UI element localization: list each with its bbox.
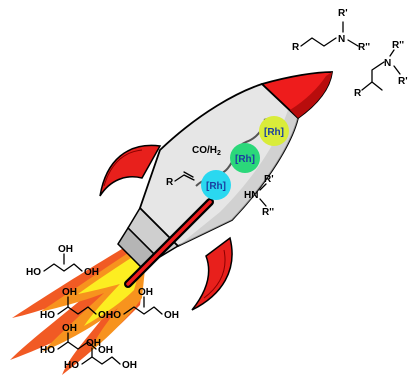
glycerol3-oh-right: OH — [164, 310, 179, 321]
glycerol5-oh-top: OH — [86, 338, 101, 349]
branched-n-label: N — [384, 58, 391, 69]
glycerol4-ho-left: HO — [40, 345, 55, 356]
amine-reagent: HN R' R'' — [244, 174, 274, 218]
glycerol2-oh-top: OH — [62, 287, 77, 298]
catalytic-cycle: R [Rh] [Rh] [Rh] CO/H2 HN R' — [166, 116, 289, 218]
linear-r2-label: R'' — [358, 42, 370, 53]
branched-r2-label: R'' — [392, 40, 404, 51]
glycerol3-ho-left: HO — [106, 310, 121, 321]
rocket-fin-right — [191, 236, 233, 311]
rocket-window-tube — [124, 198, 214, 288]
glycerol1-ho-left: HO — [26, 267, 41, 278]
glycerol-molecule-1: HO OH OH — [26, 244, 99, 278]
amine-r2-label: R'' — [262, 207, 274, 218]
glycerol3-oh-top: OH — [138, 287, 153, 298]
rh-catalyst-group: [Rh] [Rh] [Rh] — [201, 116, 289, 200]
rh-catalyst-1: [Rh] — [259, 116, 289, 146]
syngas-label: CO/H2 — [192, 145, 221, 157]
glycerol-molecule-2: HO OH OH — [40, 287, 113, 321]
branched-r-label: R — [354, 88, 362, 99]
flame-inner — [78, 248, 146, 326]
alkene-substrate: R — [166, 171, 195, 188]
linear-r1-label: R' — [338, 8, 348, 19]
rh-catalyst-3: [Rh] — [201, 170, 231, 200]
rh-label-1: [Rh] — [264, 127, 284, 138]
amine-r1-label: R' — [264, 174, 274, 185]
glycerol2-ho-left: HO — [40, 310, 55, 321]
rh-label-3: [Rh] — [206, 181, 226, 192]
glycerol-molecule-5: HO OH OH — [64, 338, 137, 371]
glycerol2-oh-right: OH — [98, 310, 113, 321]
linear-amine-product: R N R' R'' — [292, 8, 370, 53]
glycerol-molecule-4: HO OH OH — [40, 323, 113, 356]
linear-n-label: N — [338, 34, 345, 45]
linear-r-label: R — [292, 42, 300, 53]
rh-label-2: [Rh] — [235, 154, 255, 165]
glycerol1-oh-right: OH — [84, 267, 99, 278]
branched-r1-label: R' — [398, 76, 408, 87]
glycerol4-oh-right: OH — [98, 345, 113, 356]
glycerol5-oh-right: OH — [122, 360, 137, 371]
glycerol5-ho-left: HO — [64, 360, 79, 371]
glycerol1-oh-top: OH — [58, 244, 73, 255]
rh-catalyst-2: [Rh] — [230, 143, 260, 173]
rocket-exhaust-flames — [10, 232, 150, 375]
amine-hn-label: HN — [244, 190, 258, 201]
glycerol4-oh-top: OH — [62, 323, 77, 334]
alkene-r-label: R — [166, 177, 174, 188]
rocket-fin-left — [99, 144, 162, 197]
glycerol-molecule-3: HO OH OH — [106, 287, 179, 321]
branched-amine-product: R N R'' R' — [354, 40, 408, 99]
